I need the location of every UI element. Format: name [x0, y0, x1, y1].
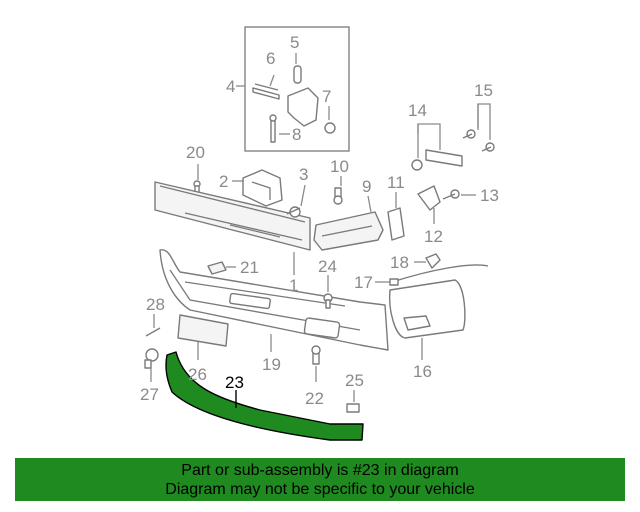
callout-22: 22 — [305, 389, 324, 408]
part-18-clip[interactable] — [425, 253, 441, 269]
part-3-bolt[interactable] — [286, 206, 301, 218]
callout-labels: 6 5 4 7 8 20 2 3 10 9 11 14 15 13 12 18 … — [140, 33, 499, 408]
part-19-bumper[interactable] — [159, 249, 389, 351]
part-27-bolt[interactable] — [144, 348, 159, 369]
callout-24: 24 — [318, 257, 337, 276]
callout-18: 18 — [390, 253, 409, 272]
part-22-bolt[interactable] — [311, 345, 321, 365]
part-7-bracket[interactable] — [287, 87, 336, 134]
part-2-bracket[interactable] — [242, 169, 283, 207]
part-21-pad[interactable] — [207, 261, 227, 275]
part-10-bolt[interactable] — [333, 187, 343, 205]
callout-1: 1 — [289, 276, 298, 295]
part-11-pad[interactable] — [387, 207, 405, 241]
callout-6: 6 — [266, 49, 275, 68]
callout-28: 28 — [146, 295, 165, 314]
part-17-connector — [389, 278, 399, 286]
leader-lines — [150, 53, 491, 408]
callout-10: 10 — [330, 157, 349, 176]
part-6-clip[interactable] — [252, 83, 280, 100]
callout-7: 7 — [322, 87, 331, 106]
callout-17: 17 — [354, 273, 373, 292]
part-13-bolt[interactable] — [442, 189, 460, 200]
part-23-air-deflector[interactable] — [165, 351, 364, 441]
banner-line-1: Part or sub-assembly is #23 in diagram — [181, 462, 459, 479]
part-17-harness[interactable] — [391, 264, 489, 283]
callout-25: 25 — [345, 371, 364, 390]
info-banner: Part or sub-assembly is #23 in diagram D… — [15, 458, 625, 501]
callout-4: 4 — [226, 77, 235, 96]
callout-16: 16 — [413, 362, 432, 381]
callout-26: 26 — [188, 365, 207, 384]
callout-19: 19 — [262, 355, 281, 374]
part-1-impact-bar[interactable] — [154, 181, 311, 251]
callout-8: 8 — [292, 125, 301, 144]
callout-12: 12 — [424, 227, 443, 246]
part-25-clip[interactable] — [346, 403, 360, 413]
callout-5: 5 — [290, 33, 299, 52]
callout-3: 3 — [299, 165, 308, 184]
part-16-end-cap[interactable] — [388, 279, 466, 339]
callout-11: 11 — [387, 173, 405, 192]
part-15-bolts[interactable] — [462, 129, 495, 152]
part-9-bracket[interactable] — [313, 211, 384, 251]
part-12-bracket[interactable] — [417, 185, 441, 211]
part-5-pin[interactable] — [293, 65, 302, 84]
part-28-fastener[interactable] — [145, 327, 161, 337]
callout-9: 9 — [362, 177, 371, 196]
callout-2: 2 — [219, 172, 228, 191]
part-14-bracket[interactable] — [411, 149, 463, 171]
banner-line-2: Diagram may not be specific to your vehi… — [165, 481, 475, 498]
part-8-bolt[interactable] — [269, 114, 277, 143]
callout-15: 15 — [474, 81, 493, 100]
callout-14: 14 — [408, 101, 427, 120]
callout-23-highlighted: 23 — [225, 373, 244, 392]
part-24-bolt[interactable] — [323, 293, 333, 309]
callout-21: 21 — [240, 258, 259, 277]
bumper-parts-diagram: 6 5 4 7 8 20 2 3 10 9 11 14 15 13 12 18 … — [140, 26, 499, 441]
callout-13: 13 — [480, 186, 499, 205]
callout-20: 20 — [186, 143, 205, 162]
callout-27: 27 — [140, 385, 159, 404]
part-26-plate[interactable] — [177, 314, 229, 347]
